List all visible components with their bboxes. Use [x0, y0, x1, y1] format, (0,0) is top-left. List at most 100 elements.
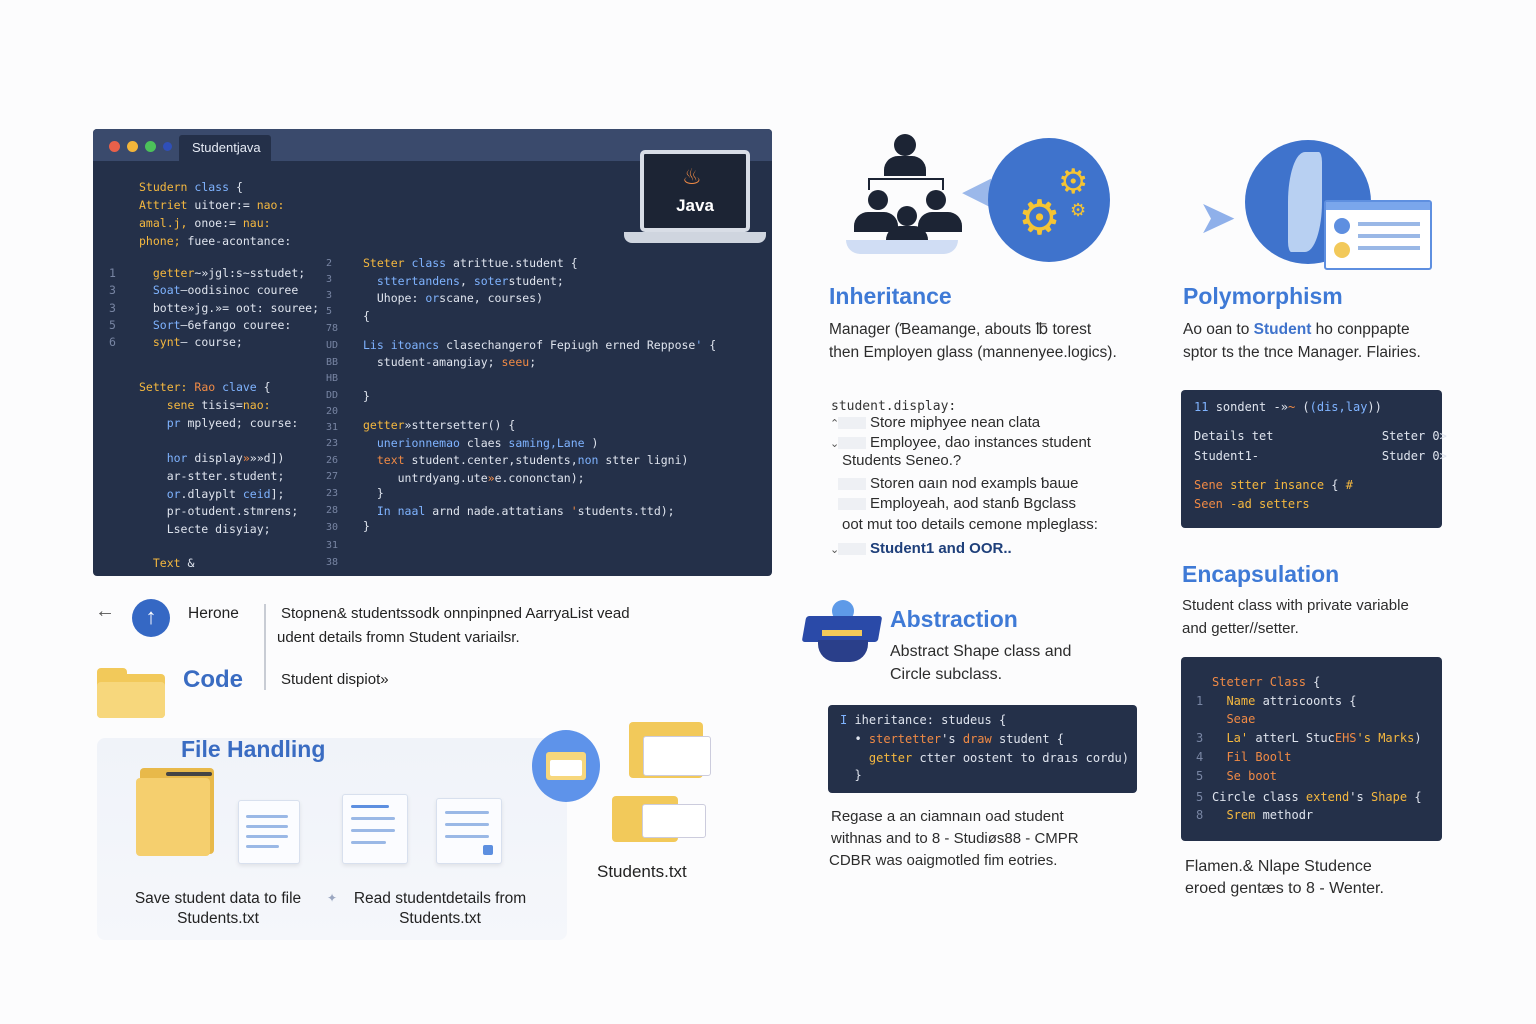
- code-token: ,: [459, 274, 474, 288]
- code-token: nau:: [242, 216, 271, 230]
- code-token: extend: [1305, 790, 1350, 804]
- code-line: Seen -ad setters: [1194, 497, 1310, 511]
- line-number: 28: [326, 505, 339, 516]
- inheritance-list-text: Students Seneo.?: [842, 452, 962, 469]
- code-line: getter ctter oostent to draıs cordu): [840, 751, 1129, 765]
- code-token: }: [363, 486, 384, 500]
- inheritance-list-item: oot mut too details cemone mpleglass:: [830, 516, 1098, 533]
- line-number: 23: [326, 488, 339, 499]
- minimize-dot-icon[interactable]: [127, 141, 138, 152]
- code-token: -ad setters: [1230, 497, 1310, 511]
- code-line: Student1- Studer 0>: [1194, 449, 1447, 463]
- code-token: Studern: [139, 180, 195, 194]
- code-token: onoe:=: [187, 216, 243, 230]
- code-token: Steterr Class: [1212, 675, 1314, 689]
- code-token: nao:: [256, 198, 285, 212]
- code-token: ;: [529, 355, 537, 369]
- code-token: ~: [1287, 400, 1296, 414]
- line-number: BB: [326, 357, 339, 368]
- placeholder-box: [838, 543, 866, 556]
- code-token: {: [235, 180, 243, 194]
- code-token: In: [363, 504, 398, 518]
- code-line: 8 Srem methodr: [1196, 808, 1313, 822]
- placeholder-box: [838, 437, 866, 450]
- code-line: Sene stter insance { #: [1194, 478, 1353, 492]
- laptop-base: [624, 232, 766, 243]
- code-token: mplyeed; course:: [187, 416, 299, 430]
- code-line: hor display»»»d]): [109, 451, 285, 465]
- desc-line-3: Student dispiot»: [281, 671, 389, 688]
- upload-circle-icon[interactable]: ↑: [132, 599, 170, 637]
- code-line: 6 synt— course;: [109, 335, 243, 349]
- inheritance-list-text: Store miphyee nean clata: [870, 414, 1041, 431]
- code-line: Steter class atrittue.student {: [363, 256, 578, 270]
- code-token: stter insance: [1230, 478, 1332, 492]
- line-number: UD: [326, 340, 339, 351]
- inheritance-list-item: ⌄Employee, dao instances student: [830, 434, 1091, 451]
- code-token: Shape: [1370, 790, 1415, 804]
- code-token: Se boot: [1212, 769, 1278, 783]
- file-tab[interactable]: Studentjava: [179, 135, 271, 161]
- code-line: 3 La' atterL StucEHS's Marks): [1196, 731, 1422, 745]
- document-icon: [238, 800, 300, 864]
- hierarchy-people-icon: [846, 132, 966, 260]
- code-token: (: [1295, 400, 1310, 414]
- chevron-icon[interactable]: ⌃: [830, 418, 840, 430]
- line-number: [109, 216, 139, 230]
- folder-icon: [629, 722, 711, 780]
- code-line: Steterr Class {: [1196, 675, 1320, 689]
- code-token: ceid: [242, 487, 271, 501]
- code-token: untrdyang.ute: [363, 471, 488, 485]
- code-line: student-amangiay; seeu;: [363, 355, 536, 369]
- code-line: text student.center,students,non stter l…: [363, 453, 689, 467]
- code-line: 3 Soat—oodisinoc couree: [109, 283, 298, 297]
- line-number: 1: [109, 266, 137, 280]
- line-number: 31: [326, 540, 339, 551]
- code-token: [363, 453, 377, 467]
- gear-icon: ⚙: [1058, 163, 1089, 201]
- code-token: student.center,students,: [411, 453, 578, 467]
- code-token: 's: [1349, 790, 1371, 804]
- code-token: pr-otudent.stmrens;: [139, 504, 299, 518]
- code-token: »»d]): [249, 451, 285, 465]
- code-line: Studern class {: [109, 180, 243, 194]
- line-number: 5: [109, 318, 137, 332]
- line-number: [109, 398, 139, 412]
- code-token: or: [425, 291, 440, 305]
- close-dot-icon[interactable]: [109, 141, 120, 152]
- line-number: [109, 234, 139, 248]
- inheritance-list-item: ⌃ Store miphyee nean clata: [830, 414, 1040, 431]
- save-caption-line-2: Students.txt: [177, 910, 259, 927]
- code-token: nao:: [242, 398, 271, 412]
- code-heading: Code: [183, 666, 243, 693]
- home-label[interactable]: Herone: [188, 605, 239, 622]
- inheritance-list-item: Employeah, aod stanɓ Bgclass: [830, 495, 1076, 512]
- file-handling-title: File Handling: [181, 736, 326, 762]
- chevron-icon[interactable]: ⌄: [830, 544, 840, 556]
- code-token: student;: [508, 274, 564, 288]
- encapsulation-code-box: Steterr Class {1 Name attricoonts { Seae…: [1181, 657, 1442, 841]
- code-token: }: [363, 519, 370, 533]
- code-token: unerionnemao: [376, 436, 467, 450]
- code-line: 4 Fil Boolt: [1196, 750, 1291, 764]
- folder-icon: [136, 768, 216, 856]
- line-number: 3: [326, 290, 333, 301]
- code-token: atrittue.student {: [453, 256, 578, 270]
- code-token: naal: [397, 504, 433, 518]
- code-token: seeu: [501, 355, 530, 369]
- maximize-dot-icon[interactable]: [145, 141, 156, 152]
- code-line: ar-stter.student;: [109, 469, 285, 483]
- line-number: 8: [1196, 808, 1225, 822]
- code-token: Srem: [1212, 808, 1263, 822]
- line-number: 6: [109, 335, 137, 349]
- tab-dot-icon: [163, 142, 172, 151]
- inheritance-text-line-2: then Employen glass (mannenyee.logics).: [829, 344, 1117, 361]
- chevron-icon[interactable]: ⌄: [830, 438, 840, 450]
- java-laptop-icon: ♨ Java: [624, 150, 766, 246]
- code-line: untrdyang.ute»e.cononctan);: [363, 471, 585, 485]
- line-number: 5: [1196, 790, 1225, 804]
- code-token: claes: [466, 436, 509, 450]
- code-line: }: [363, 389, 370, 403]
- code-token: Setter:: [139, 380, 195, 394]
- back-arrow-icon[interactable]: ←: [95, 600, 115, 622]
